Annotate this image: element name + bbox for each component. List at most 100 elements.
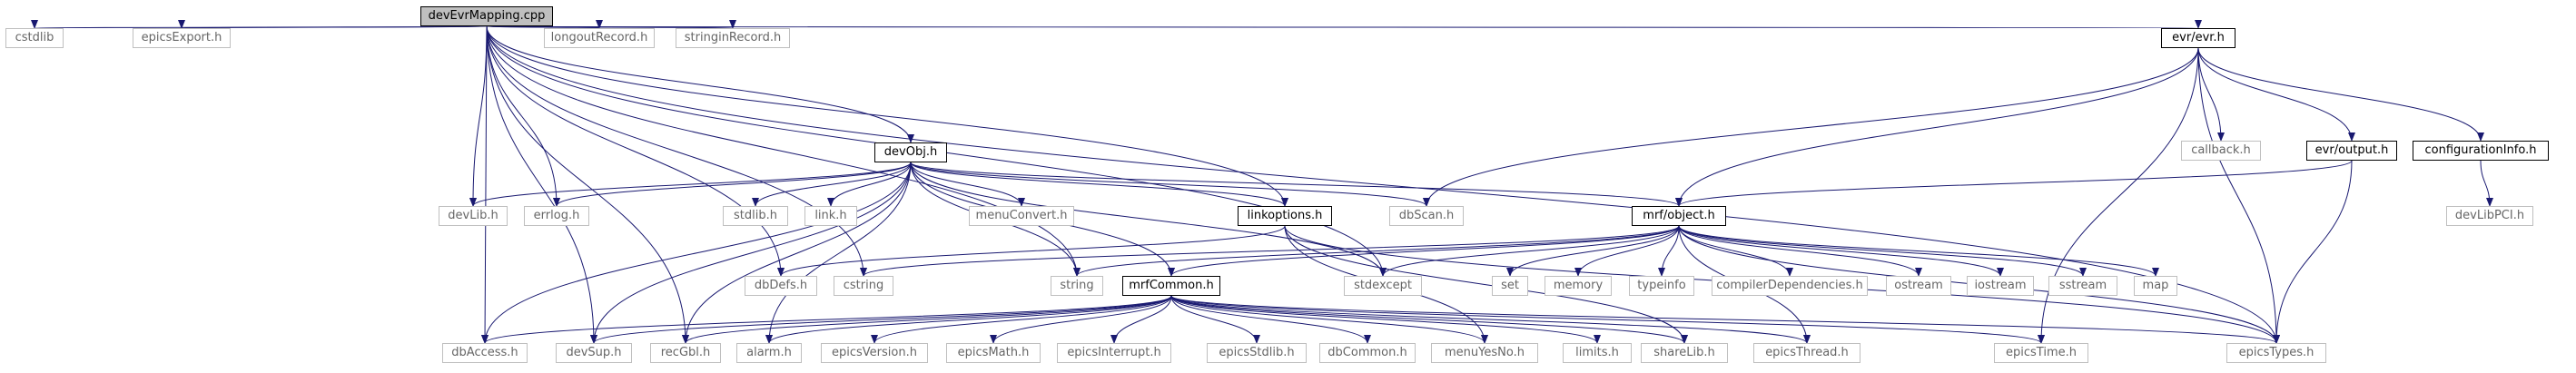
edge-mrfcommon-h-to-dbcommon-h bbox=[1170, 295, 1371, 344]
node-devobj-h[interactable]: devObj.h bbox=[874, 142, 947, 162]
edge-evr-evr-h-to-evr-output-h bbox=[2197, 47, 2355, 142]
node-devlib-h: devLib.h bbox=[439, 206, 508, 226]
edge-mrf-object-h-to-sstream bbox=[1678, 225, 2087, 277]
node-memory: memory bbox=[1545, 276, 1612, 296]
node-alarm-h: alarm.h bbox=[736, 343, 802, 363]
edge-mrf-object-h-to-ostream bbox=[1678, 225, 1922, 277]
edge-evr-evr-h-to-configurationinfo-h bbox=[2197, 47, 2484, 142]
edge-mrf-object-h-to-set bbox=[1506, 225, 1680, 277]
node-link-h: link.h bbox=[804, 206, 857, 226]
node-linkoptions-h[interactable]: linkoptions.h bbox=[1238, 206, 1332, 226]
edge-mrf-object-h-to-memory bbox=[1574, 225, 1680, 277]
node-epicsversion-h: epicsVersion.h bbox=[821, 343, 928, 363]
edge-devevrmapping-cpp-to-errlog-h bbox=[486, 25, 560, 207]
edge-mrfcommon-h-to-epicstime-h bbox=[1170, 295, 2045, 344]
edge-devobj-h-to-linkoptions-h bbox=[910, 162, 1288, 207]
node-devevrmapping-cpp[interactable]: devEvrMapping.cpp bbox=[420, 6, 553, 26]
edge-linkoptions-h-to-sharelib-h bbox=[1284, 225, 1688, 344]
edge-devevrmapping-cpp-to-recgbl-h bbox=[486, 25, 689, 344]
edge-linkoptions-h-to-dbdefs-h bbox=[777, 225, 1286, 277]
node-epicsmath-h: epicsMath.h bbox=[946, 343, 1041, 363]
node-compilerdependencies-h: compilerDependencies.h bbox=[1712, 276, 1868, 296]
node-iostream: iostream bbox=[1967, 276, 2034, 296]
node-mrf-object-h[interactable]: mrf/object.h bbox=[1632, 206, 1726, 226]
node-sharelib-h: shareLib.h bbox=[1641, 343, 1728, 363]
edge-mrf-object-h-to-cstring bbox=[860, 225, 1680, 277]
edge-mrfcommon-h-to-recgbl-h bbox=[682, 295, 1172, 344]
edge-evr-evr-h-to-callback-h bbox=[2197, 47, 2225, 142]
node-epicstime-h: epicsTime.h bbox=[1994, 343, 2088, 363]
edge-mrf-object-h-to-map bbox=[1678, 225, 2159, 277]
node-recgbl-h: recGbl.h bbox=[650, 343, 721, 363]
edge-devobj-h-to-dbaccess-h bbox=[481, 162, 912, 344]
node-dbaccess-h: dbAccess.h bbox=[442, 343, 528, 363]
edge-mrfcommon-h-to-devsup-h bbox=[590, 295, 1172, 344]
edge-devobj-h-to-devsup-h bbox=[590, 162, 912, 344]
edge-mrfcommon-h-to-epicsversion-h bbox=[871, 295, 1172, 344]
edge-devevrmapping-cpp-to-devobj-h bbox=[486, 25, 914, 143]
edge-devobj-h-to-errlog-h bbox=[553, 162, 912, 207]
edge-devobj-h-to-link-h bbox=[827, 162, 912, 207]
edge-mrf-object-h-to-stdexcept bbox=[1379, 225, 1680, 277]
node-epicsstdlib-h: epicsStdlib.h bbox=[1207, 343, 1307, 363]
node-stdlib-h: stdlib.h bbox=[723, 206, 788, 226]
edge-evr-output-h-to-mrf-object-h bbox=[1675, 160, 2353, 207]
edge-evr-evr-h-to-mrf-object-h bbox=[1675, 47, 2199, 207]
node-mrfcommon-h[interactable]: mrfCommon.h bbox=[1122, 276, 1220, 296]
node-map: map bbox=[2134, 276, 2177, 296]
edge-devevrmapping-cpp-to-devsup-h bbox=[486, 25, 597, 344]
node-set: set bbox=[1492, 276, 1528, 296]
node-typeinfo: typeinfo bbox=[1629, 276, 1694, 296]
edge-devevrmapping-cpp-to-linkoptions-h bbox=[486, 25, 1288, 207]
node-devlibpci-h: devLibPCI.h bbox=[2446, 206, 2533, 226]
edge-mrfcommon-h-to-sharelib-h bbox=[1170, 295, 1688, 344]
node-dbcommon-h: dbCommon.h bbox=[1319, 343, 1416, 363]
edge-devobj-h-to-alarm-h bbox=[765, 162, 912, 344]
node-dbdefs-h: dbDefs.h bbox=[745, 276, 817, 296]
edge-devevrmapping-cpp-to-stringinrecord-h bbox=[486, 19, 735, 29]
node-longoutrecord-h: longoutRecord.h bbox=[544, 28, 655, 48]
edge-mrfcommon-h-to-alarm-h bbox=[765, 295, 1172, 344]
node-sstream: sstream bbox=[2048, 276, 2117, 296]
edge-mrfcommon-h-to-menuyesno-h bbox=[1170, 295, 1488, 344]
node-evr-evr-h[interactable]: evr/evr.h bbox=[2161, 28, 2235, 48]
node-devsup-h: devSup.h bbox=[556, 343, 632, 363]
edge-mrfcommon-h-to-epicsinterrupt-h bbox=[1110, 295, 1172, 344]
edge-devobj-h-to-stdexcept bbox=[910, 162, 1387, 277]
edge-mrf-object-h-to-typeinfo bbox=[1658, 225, 1680, 277]
edge-devevrmapping-cpp-to-cstring bbox=[486, 25, 867, 277]
node-configurationinfo-h[interactable]: configurationInfo.h bbox=[2413, 141, 2549, 161]
edge-devobj-h-to-recgbl-h bbox=[682, 162, 912, 344]
node-epicstypes-h: epicsTypes.h bbox=[2226, 343, 2326, 363]
edge-devobj-h-to-stdlib-h bbox=[752, 162, 912, 207]
node-cstdlib: cstdlib bbox=[5, 28, 64, 48]
node-cstring: cstring bbox=[834, 276, 893, 296]
node-string: string bbox=[1051, 276, 1103, 296]
edge-devobj-h-to-dbscan-h bbox=[910, 162, 1430, 207]
node-evr-output-h[interactable]: evr/output.h bbox=[2306, 141, 2397, 161]
edge-mrf-object-h-to-compilerdependencies-h bbox=[1678, 225, 1793, 277]
node-dbscan-h: dbScan.h bbox=[1389, 206, 1464, 226]
edge-evr-evr-h-to-epicstypes-h bbox=[2197, 47, 2280, 344]
edge-mrf-object-h-to-string bbox=[1073, 225, 1680, 277]
edge-evr-evr-h-to-dbscan-h bbox=[1423, 47, 2199, 207]
edge-devevrmapping-cpp-to-epicsexport-h bbox=[181, 19, 488, 29]
node-epicsinterrupt-h: epicsInterrupt.h bbox=[1057, 343, 1171, 363]
edge-mrfcommon-h-to-epicsmath-h bbox=[990, 295, 1172, 344]
edge-devevrmapping-cpp-to-dbdefs-h bbox=[486, 25, 785, 277]
node-stdexcept: stdexcept bbox=[1344, 276, 1422, 296]
edge-devevrmapping-cpp-to-dbaccess-h bbox=[481, 25, 489, 344]
edge-mrfcommon-h-to-limits-h bbox=[1170, 295, 1601, 344]
edge-evr-evr-h-to-epicstime-h bbox=[2038, 47, 2199, 344]
edge-devobj-h-to-menuconvert-h bbox=[910, 162, 1025, 207]
node-callback-h: callback.h bbox=[2181, 141, 2261, 161]
edge-devevrmapping-cpp-to-evr-evr-h bbox=[486, 21, 2199, 29]
node-epicsexport-h: epicsExport.h bbox=[133, 28, 231, 48]
edge-mrfcommon-h-to-epicsthread-h bbox=[1170, 295, 1811, 344]
edge-devobj-h-to-mrf-object-h bbox=[910, 162, 1683, 207]
edge-mrf-object-h-to-mrfcommon-h bbox=[1168, 225, 1680, 277]
edge-evr-output-h-to-epicstypes-h bbox=[2273, 160, 2353, 344]
node-stringinrecord-h: stringinRecord.h bbox=[676, 28, 790, 48]
